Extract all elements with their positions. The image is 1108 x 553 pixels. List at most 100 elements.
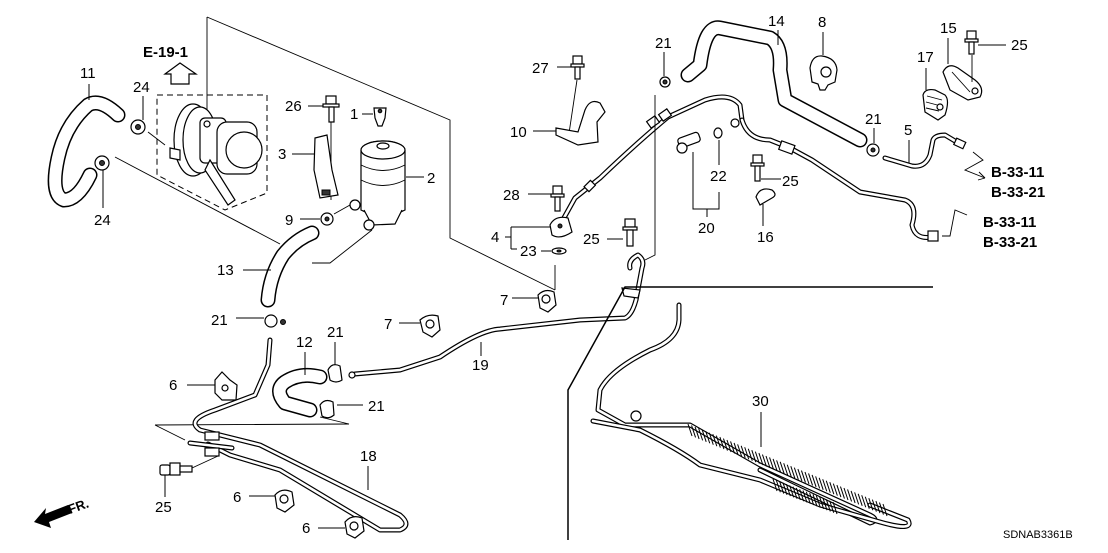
clamp-24-upper[interactable]: [130, 119, 146, 135]
oil-cooler-30[interactable]: [590, 302, 912, 529]
callout-13[interactable]: 13: [217, 262, 234, 279]
callout-21-hose-12-bottom[interactable]: 21: [368, 398, 385, 415]
callout-14[interactable]: 14: [768, 13, 785, 30]
pipe-19[interactable]: [352, 252, 646, 377]
clamp-7-left[interactable]: [419, 314, 441, 338]
clip-16[interactable]: [755, 188, 776, 206]
callout-21-right[interactable]: 21: [865, 111, 882, 128]
callout-11[interactable]: 11: [80, 65, 96, 82]
callout-25-lower-left[interactable]: 25: [155, 499, 172, 516]
clamp-24-lower[interactable]: [94, 155, 110, 171]
callout-17[interactable]: 17: [917, 49, 934, 66]
engine-ref-label[interactable]: E-19-1: [143, 44, 188, 61]
callout-6-middle[interactable]: 6: [233, 489, 241, 506]
callout-7-center[interactable]: 7: [500, 292, 508, 309]
clamp-8[interactable]: [809, 55, 838, 91]
washer-22[interactable]: [713, 127, 723, 139]
hose-12[interactable]: [272, 367, 328, 418]
ref-a-line1[interactable]: B-33-11: [991, 164, 1044, 181]
cooler-fin: [800, 470, 806, 483]
cooler-fin: [772, 478, 778, 492]
bracket-17[interactable]: [922, 88, 949, 121]
cooler-fin: [808, 473, 814, 486]
callout-23[interactable]: 23: [520, 243, 537, 260]
clamp-21-hose-12-bottom[interactable]: [319, 399, 335, 419]
callout-6-upper[interactable]: 6: [169, 377, 177, 394]
hose-13[interactable]: [260, 225, 320, 308]
ref-a-line2[interactable]: B-33-21: [991, 184, 1045, 201]
callout-25-clip[interactable]: 25: [782, 173, 799, 190]
cap-1[interactable]: [373, 107, 387, 127]
cooler-fin: [737, 444, 743, 457]
callout-24-lower[interactable]: 24: [94, 212, 111, 229]
engine-reference[interactable]: E-19-1: [143, 44, 198, 85]
ref-b-line2[interactable]: B-33-21: [983, 234, 1037, 251]
callout-26[interactable]: 26: [285, 98, 302, 115]
callout-3[interactable]: 3: [278, 146, 286, 163]
callout-4[interactable]: 4: [491, 229, 499, 246]
clamp-10[interactable]: [555, 100, 606, 146]
callout-25-top-right[interactable]: 25: [1011, 37, 1028, 54]
callout-6-bottom[interactable]: 6: [302, 520, 310, 537]
cooler-fin: [776, 460, 782, 473]
callout-15[interactable]: 15: [940, 20, 957, 37]
callout-7-left[interactable]: 7: [384, 316, 392, 333]
callout-21-top-center[interactable]: 21: [655, 35, 672, 52]
front-indicator: FR.: [34, 496, 91, 528]
callout-5[interactable]: 5: [904, 122, 912, 139]
clamp-21-hose-12-top[interactable]: [327, 364, 343, 383]
ref-b-line1[interactable]: B-33-11: [983, 214, 1036, 231]
clamp-21-top-center[interactable]: [659, 76, 671, 88]
callout-2[interactable]: 2: [427, 170, 435, 187]
stay-3[interactable]: [313, 134, 339, 199]
cooler-fin: [779, 481, 785, 494]
bolt-25-clip[interactable]: [750, 154, 765, 182]
bracket-15[interactable]: [942, 65, 983, 101]
callout-20[interactable]: 20: [698, 220, 715, 237]
callout-10[interactable]: 10: [510, 124, 527, 141]
clamp-21-right[interactable]: [866, 143, 880, 157]
callout-9[interactable]: 9: [285, 212, 293, 229]
callout-18[interactable]: 18: [360, 448, 377, 465]
pipe-5[interactable]: [882, 132, 967, 169]
callout-21-hose-12-top[interactable]: 21: [327, 324, 344, 341]
callout-24-upper[interactable]: 24: [133, 79, 150, 96]
cooler-fin: [799, 489, 805, 502]
callout-21-lower-left[interactable]: 21: [211, 312, 228, 329]
reservoir-2[interactable]: [349, 140, 406, 231]
callout-30[interactable]: 30: [752, 393, 769, 410]
callout-16[interactable]: 16: [757, 229, 774, 246]
callout-27[interactable]: 27: [532, 60, 549, 77]
clamp-9[interactable]: [320, 212, 334, 226]
clamp-6-bottom[interactable]: [344, 516, 365, 539]
hose-14[interactable]: [680, 20, 868, 148]
pressure-switch-20[interactable]: [676, 131, 701, 154]
callout-22[interactable]: 22: [710, 168, 727, 185]
cooler-fin: [811, 474, 817, 488]
pressure-hose-4[interactable]: [549, 94, 745, 238]
cooler-fin: [854, 492, 860, 505]
bolt-25-top-right[interactable]: [964, 30, 979, 55]
washer-23[interactable]: [551, 247, 567, 255]
clamp-21-lower-left-upper[interactable]: [264, 314, 286, 328]
clamp-7-center[interactable]: [537, 289, 557, 313]
return-pipe[interactable]: [739, 117, 939, 242]
hose-11[interactable]: [47, 95, 126, 208]
callout-12[interactable]: 12: [296, 334, 313, 351]
bolt-28[interactable]: [550, 185, 565, 212]
cooler-fin: [698, 428, 704, 441]
clamp-6-middle[interactable]: [274, 489, 295, 513]
callout-25-center[interactable]: 25: [583, 231, 600, 248]
clamp-6-upper[interactable]: [214, 371, 238, 401]
bolt-25-lower-left[interactable]: [159, 462, 193, 476]
bolt-27[interactable]: [570, 55, 585, 80]
bolt-25-center[interactable]: [622, 218, 638, 247]
cooler-fin: [825, 480, 831, 493]
bolt-26[interactable]: [322, 95, 340, 123]
pipe-18[interactable]: [187, 337, 409, 533]
callout-19[interactable]: 19: [472, 357, 489, 374]
callout-1[interactable]: 1: [350, 106, 358, 123]
callout-28[interactable]: 28: [503, 187, 520, 204]
callout-8[interactable]: 8: [818, 14, 826, 31]
